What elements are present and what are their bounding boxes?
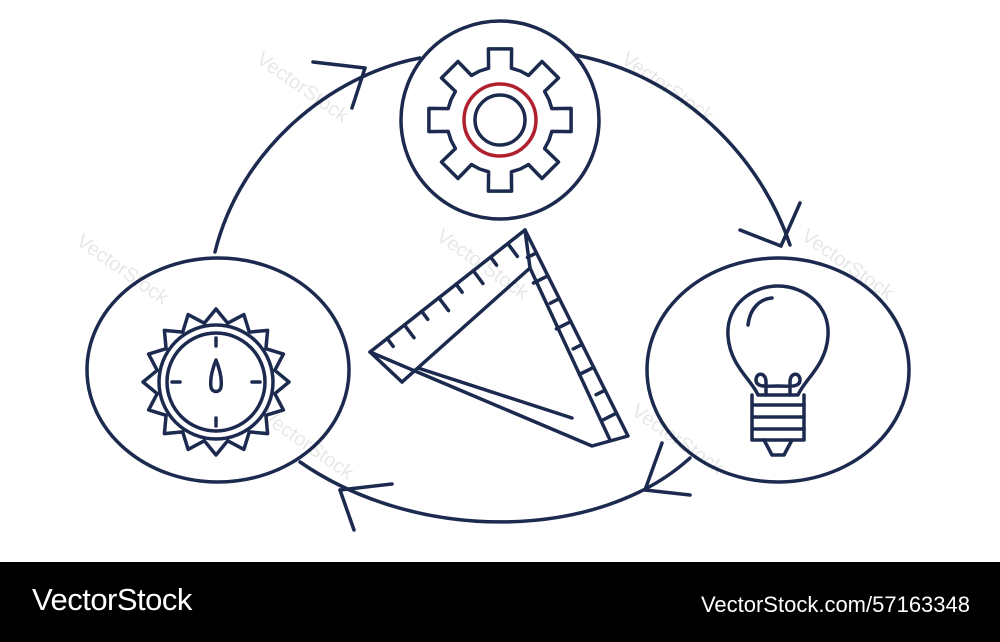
arc-bulb-to-compass [298,456,692,524]
compass-icon [141,307,291,457]
arrowhead-top-left [311,60,367,110]
triangle-ruler-icon [368,228,630,448]
arrowhead-bottom-left [338,482,394,532]
gear-accent-ring [462,82,538,158]
diagram-canvas: VectorStock VectorStock VectorStock Vect… [72,19,911,532]
arc-gear-to-bulb [573,53,792,247]
image-id-text: VectorStock.com/57163348 [700,592,970,617]
compass-node [85,256,351,484]
lightbulb-icon [726,284,830,457]
arc-compass-to-gear [213,56,422,254]
cycle-diagram [85,19,911,532]
arrowhead-bottom-right [643,441,692,497]
bulb-node [645,256,911,484]
footer-bar: VectorStock VectorStock.com/57163348 [0,562,1000,642]
brand-logo-text[interactable]: VectorStock [32,582,192,617]
gear-icon [427,47,573,193]
arrowhead-right [738,201,802,248]
gear-node [399,19,601,221]
